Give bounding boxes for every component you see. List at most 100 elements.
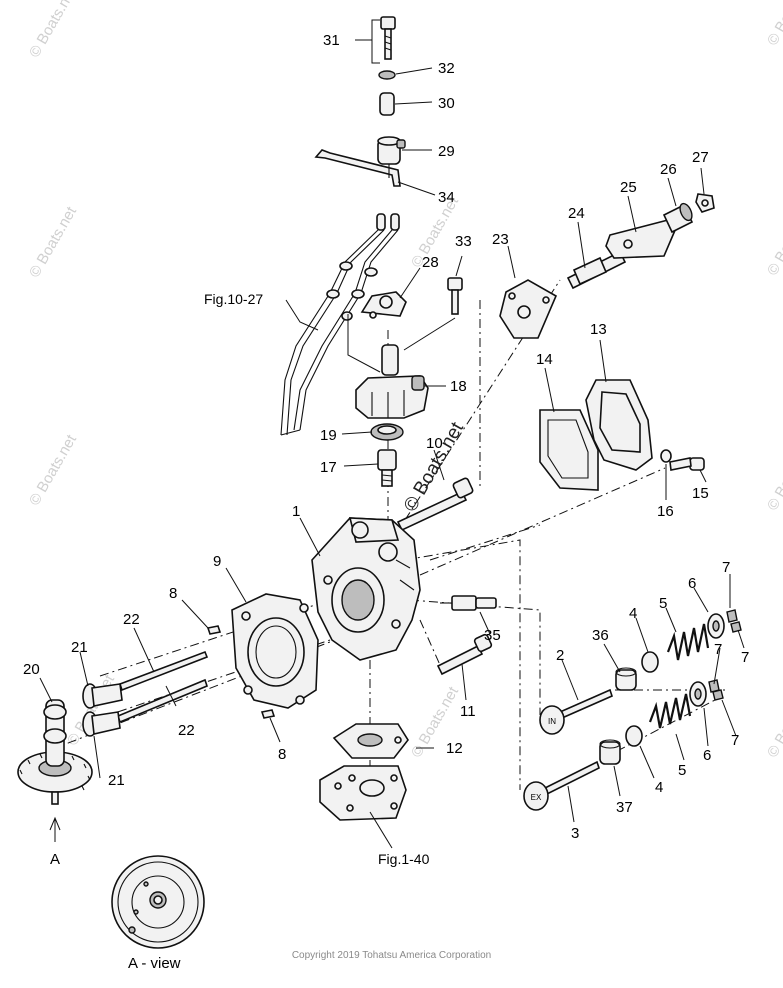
spring-5-lower [648, 693, 692, 729]
callout-14: 14 [536, 351, 553, 368]
bolt-33 [447, 277, 463, 315]
callout-22b: 22 [178, 722, 195, 739]
callout-29: 29 [438, 143, 455, 160]
callout-31: 31 [323, 32, 340, 49]
callout-12: 12 [446, 740, 463, 757]
callout-1: 1 [292, 503, 300, 520]
callout-34: 34 [438, 189, 455, 206]
fitting-28 [360, 291, 407, 319]
tappet-21-lower [82, 711, 121, 737]
retainer-6-upper [707, 613, 725, 639]
callout-18: 18 [450, 378, 467, 395]
callout-6b: 6 [703, 747, 711, 764]
callout-17: 17 [320, 459, 337, 476]
valve-ex-label: EX [531, 793, 542, 802]
plate-23 [499, 279, 558, 339]
a-view-caption: A - view [128, 955, 181, 972]
washer-4-lower [625, 725, 643, 747]
cylinder-head-1 [311, 517, 421, 661]
plate-12 [332, 723, 409, 759]
callout-19: 19 [320, 427, 337, 444]
head-cover-13 [585, 379, 653, 471]
bolt-31 [380, 16, 396, 60]
keeper-7-a [726, 609, 738, 623]
dowel-pin-8-upper [206, 625, 222, 635]
callout-22a: 22 [123, 611, 140, 628]
bolt-15 [669, 457, 705, 471]
camshaft-20 [17, 699, 93, 805]
callout-10: 10 [426, 435, 443, 452]
a-view-gear [111, 855, 205, 949]
callout-30: 30 [438, 95, 455, 112]
callout-15: 15 [692, 485, 709, 502]
callout-35: 35 [484, 627, 501, 644]
view-marker-a: A [50, 851, 60, 868]
gasket-fig-1-40 [319, 765, 407, 821]
leader-lines [39, 19, 745, 849]
callout-numbers: 31 32 30 29 34 27 26 25 24 23 33 28 13 1… [23, 32, 749, 868]
ref-fig-1-40: Fig.1-40 [378, 851, 430, 867]
valve-in-2: IN [539, 688, 613, 735]
callout-33: 33 [455, 233, 472, 250]
callout-25: 25 [620, 179, 637, 196]
callout-21b: 21 [108, 772, 125, 789]
bolt-11 [436, 633, 493, 676]
link-arm-34 [314, 149, 401, 187]
collar-30 [379, 92, 395, 116]
callout-21a: 21 [71, 639, 88, 656]
hose-bundle [280, 213, 400, 436]
callout-8a: 8 [169, 585, 177, 602]
seal-36 [615, 667, 637, 691]
gasket-19 [370, 423, 404, 441]
callout-5b: 5 [678, 762, 686, 779]
callout-37: 37 [616, 799, 633, 816]
view-arrow [49, 816, 61, 842]
spring-5-upper [666, 623, 710, 661]
sensor-17 [377, 449, 397, 487]
callout-16: 16 [657, 503, 674, 520]
callout-9: 9 [213, 553, 221, 570]
callout-5a: 5 [659, 595, 667, 612]
push-rod-22-upper [118, 650, 209, 692]
callout-4b: 4 [655, 779, 663, 796]
valve-in-label: IN [548, 717, 556, 726]
stud-24 [566, 250, 627, 290]
washer-4-upper [641, 651, 659, 673]
callout-6a: 6 [688, 575, 696, 592]
callout-7c: 7 [741, 649, 749, 666]
keeper-7-d [712, 689, 724, 701]
callout-3: 3 [571, 825, 579, 842]
callout-11: 11 [460, 703, 476, 720]
washer-32 [378, 70, 396, 80]
callout-24: 24 [568, 205, 585, 222]
callout-7d: 7 [731, 732, 739, 749]
callout-27: 27 [692, 149, 709, 166]
keeper-7-b [730, 621, 742, 633]
gasket-14 [539, 409, 599, 491]
callout-4a: 4 [629, 605, 637, 622]
bolt-10 [396, 477, 474, 532]
callout-7b: 7 [714, 641, 722, 658]
retainer-6-lower [689, 681, 707, 707]
alignment-lines [49, 279, 725, 790]
callout-36: 36 [592, 627, 609, 644]
callout-28: 28 [422, 254, 439, 271]
washer-16 [660, 449, 672, 463]
cover-25 [605, 219, 677, 259]
throttle-body-18 [355, 344, 429, 419]
copyright-footer: Copyright 2019 Tohatsu America Corporati… [291, 950, 492, 961]
grommet-26 [662, 202, 694, 234]
callout-20: 20 [23, 661, 40, 678]
head-gasket-9 [231, 593, 319, 709]
dowel-pin-8-lower [260, 709, 276, 719]
seal-37 [599, 739, 621, 765]
bracket-29 [377, 136, 406, 165]
valve-ex-3: EX [523, 760, 600, 811]
callout-23: 23 [492, 231, 509, 248]
tappet-21-upper [82, 683, 123, 709]
callout-8b: 8 [278, 746, 286, 763]
callout-13: 13 [590, 321, 607, 338]
ref-fig-10-27: Fig.10-27 [204, 291, 263, 307]
